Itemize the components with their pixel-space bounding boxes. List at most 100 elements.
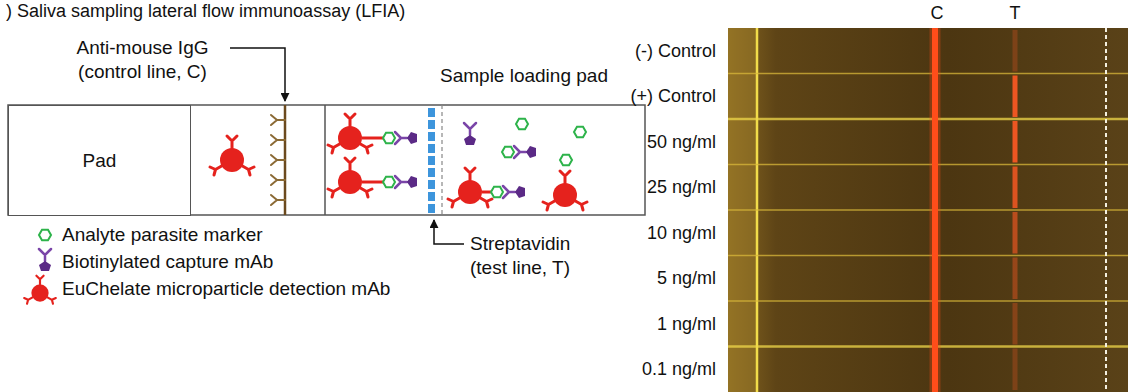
- legend-text: Analyte parasite marker: [62, 224, 263, 245]
- streptavidin-stripe: [428, 108, 435, 213]
- capture-antibody-symbol: [464, 123, 476, 145]
- antibody-link: [362, 181, 383, 184]
- streptavidin-symbol: [428, 156, 435, 165]
- pad-edge-line: [1105, 28, 1107, 392]
- streptavidin-symbol: [428, 204, 435, 213]
- label-text: 25 ng/ml: [647, 177, 716, 197]
- row-border: [728, 209, 1128, 211]
- test-band: [1013, 258, 1018, 300]
- membrane-divider: [324, 105, 326, 215]
- antibody-symbol: [271, 115, 285, 125]
- control-band: [932, 28, 938, 392]
- test-line: [328, 108, 435, 213]
- title-text: ) Saliva sampling lateral flow immunoass…: [6, 1, 405, 21]
- label-text: Anti-mouse IgG (control line, C): [77, 37, 209, 82]
- figure-title: ) Saliva sampling lateral flow immunoass…: [6, 0, 405, 22]
- streptavidin-symbol: [428, 120, 435, 129]
- microparticle-symbol: [24, 276, 56, 304]
- capture-antibody-symbol: [514, 146, 536, 158]
- legend-entry: Biotinylated capture mAb: [62, 250, 273, 274]
- legend-text: Biotinylated capture mAb: [62, 251, 273, 272]
- control-line: [210, 105, 285, 215]
- row-border: [728, 73, 1128, 75]
- test-band: [1013, 30, 1018, 72]
- strip-outline: [8, 105, 645, 215]
- leader-arrow: [230, 48, 285, 101]
- row-borders: [728, 74, 1128, 347]
- region-label: Sample loading pad: [440, 64, 645, 88]
- antibody-symbol: [271, 155, 285, 165]
- row-border: [728, 118, 1128, 121]
- test-band: [1013, 349, 1018, 391]
- row-label: 1 ng/ml: [556, 313, 716, 335]
- legend-entry: Analyte parasite marker: [62, 223, 263, 247]
- pad-box: Pad: [8, 105, 191, 216]
- row-label: 50 ng/ml: [556, 131, 716, 153]
- microparticle-symbol: [543, 171, 587, 210]
- legend-entry: EuChelate microparticle detection mAb: [62, 277, 390, 301]
- test-strip: [8, 105, 645, 215]
- capture-antibody-symbol: [503, 186, 525, 198]
- test-band: [1013, 167, 1018, 209]
- label-text: 1 ng/ml: [657, 314, 716, 334]
- streptavidin-symbol: [428, 168, 435, 177]
- analyte-symbol: [383, 133, 395, 143]
- control-band-glow: [930, 28, 941, 392]
- streptavidin-symbol: [428, 132, 435, 141]
- test-band: [1013, 212, 1018, 254]
- label-text: 0.1 ng/ml: [642, 359, 716, 379]
- analyte-symbol: [560, 155, 572, 165]
- row-border: [728, 300, 1128, 302]
- test-band: [1013, 303, 1018, 345]
- capture-antibody-symbol: [395, 176, 417, 188]
- label-text: 50 ng/ml: [647, 132, 716, 152]
- streptavidin-symbol: [428, 144, 435, 153]
- capture-antibody-symbol: [39, 249, 51, 271]
- leader-lines: [230, 48, 464, 244]
- callout-label: Streptavidin (test line, T): [470, 232, 602, 280]
- leader-arrow: [434, 220, 464, 244]
- label-text: T: [1010, 3, 1021, 23]
- microparticle-symbol: [448, 168, 492, 207]
- row-border: [728, 164, 1128, 166]
- capture-antibody-symbol: [395, 132, 417, 144]
- sample-contents: [448, 119, 587, 210]
- streptavidin-symbol: [428, 108, 435, 117]
- streptavidin-symbol: [428, 192, 435, 201]
- label-text: 5 ng/ml: [657, 268, 716, 288]
- label-text: (+) Control: [630, 86, 716, 106]
- test-band: [1013, 76, 1018, 118]
- analyte-symbol: [516, 119, 528, 129]
- box-label: Pad: [83, 149, 117, 173]
- row-label: (-) Control: [556, 40, 716, 62]
- analyte-symbol: [502, 147, 514, 157]
- row-label: 5 ng/ml: [556, 267, 716, 289]
- column-label: C: [925, 2, 949, 24]
- microparticle-symbol: [328, 114, 372, 153]
- legend-icons: [24, 230, 56, 304]
- label-text: (-) Control: [635, 41, 716, 61]
- test-bands: [1013, 30, 1018, 390]
- microparticle-symbol: [328, 158, 372, 197]
- antibody-symbol: [271, 135, 285, 145]
- column-label: T: [1003, 2, 1027, 24]
- label-text: Streptavidin (test line, T): [470, 233, 570, 278]
- analyte-symbol: [383, 177, 395, 187]
- antibody-link: [362, 137, 383, 140]
- row-border: [728, 255, 1128, 257]
- antibody-link: [482, 191, 491, 194]
- antibody-symbol: [271, 175, 285, 185]
- loading-pad-border: [441, 105, 442, 215]
- row-border: [728, 345, 1128, 348]
- legend-text: EuChelate microparticle detection mAb: [62, 278, 390, 299]
- analyte-symbol: [574, 127, 586, 137]
- microparticle-symbol: [210, 136, 254, 175]
- row-label: (+) Control: [556, 85, 716, 107]
- analyte-symbol: [491, 187, 503, 197]
- lfia-strip-photo: [728, 28, 1128, 392]
- test-band: [1013, 121, 1018, 163]
- antibody-symbol: [271, 195, 285, 205]
- row-label: 25 ng/ml: [556, 176, 716, 198]
- streptavidin-symbol: [428, 180, 435, 189]
